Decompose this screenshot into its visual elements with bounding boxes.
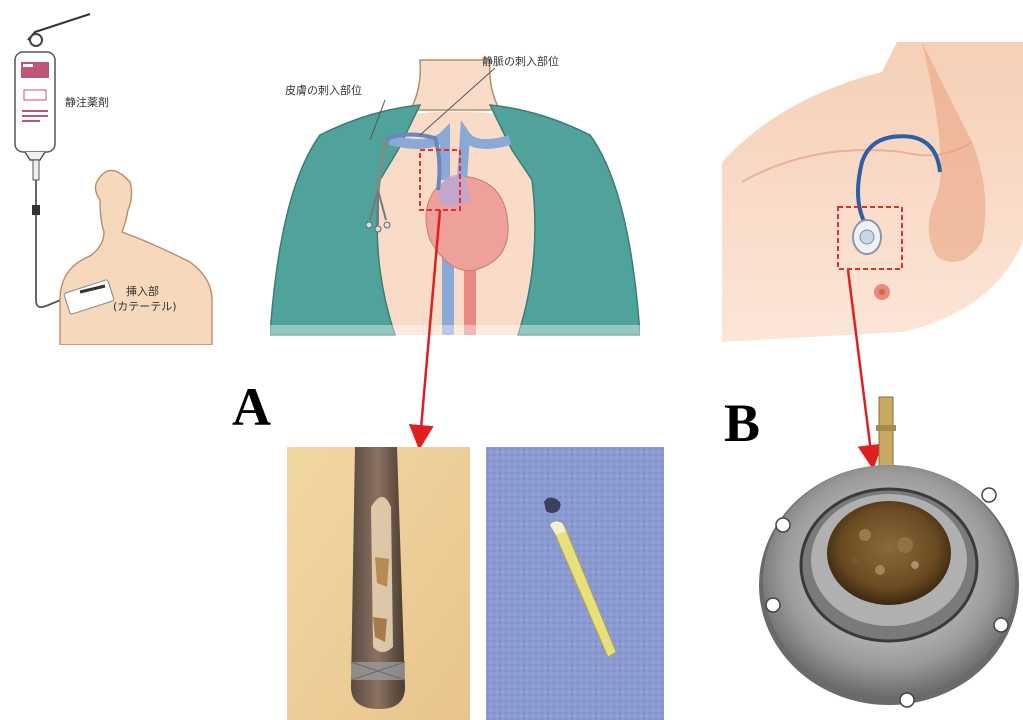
catheter-tip-photo [287,447,470,720]
cvc-chest-illustration: 皮膚の刺入部位 静脈の刺入部位 [270,40,640,340]
patient-silhouette [60,170,212,345]
skin-site-label: 皮膚の刺入部位 [285,82,362,98]
port-chest-illustration [722,42,1023,352]
catheter-tip-photo-drawing [287,447,470,720]
insertion-site-label: 挿入部 [126,283,159,299]
removed-catheter-photo-drawing [486,447,664,720]
vein-site-label: 静脈の刺入部位 [482,53,559,69]
port-reservoir-photo [755,395,1023,720]
insertion-site-sublabel: (カテーテル) [113,298,177,314]
panel-letter-a: A [232,380,271,434]
iv-drip-drawing [0,0,240,345]
iv-drip-illustration: 静注薬剤 挿入部 (カテーテル) [0,0,240,345]
iv-bag-label: 静注薬剤 [65,94,109,110]
port-chest-drawing [722,42,1023,352]
removed-catheter-photo [486,447,664,720]
reservoir-deposit [827,501,951,605]
port-reservoir-photo-drawing [755,395,1023,720]
